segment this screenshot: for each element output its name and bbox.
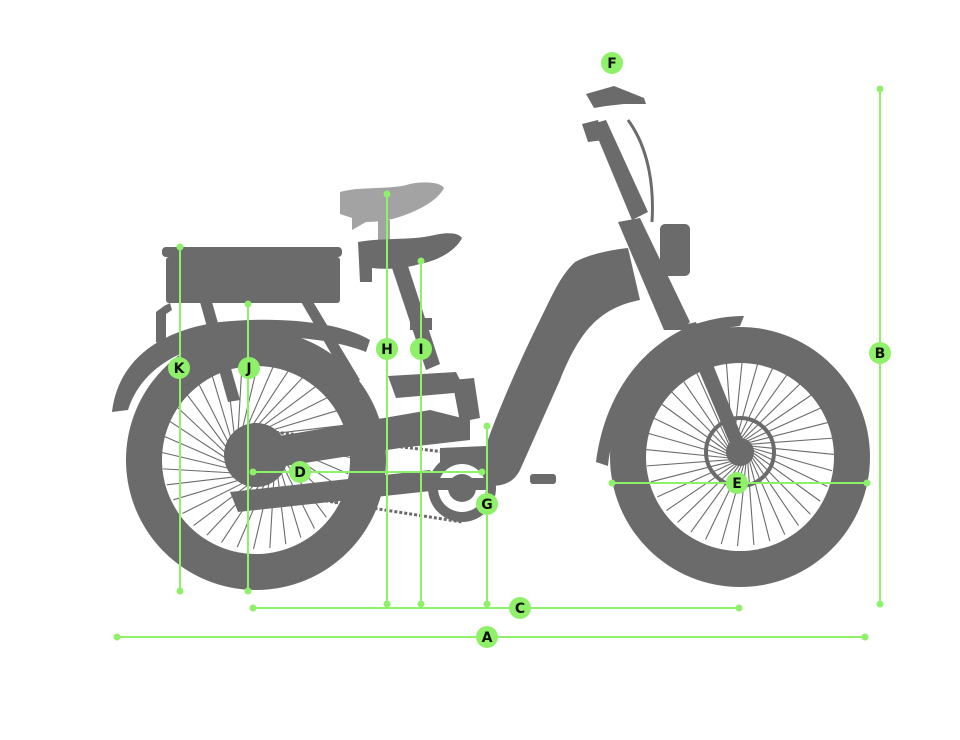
- ebike-silhouette: [112, 86, 870, 590]
- front-wheel: [610, 327, 870, 587]
- label-a: A: [476, 626, 498, 648]
- svg-text:H: H: [381, 342, 393, 358]
- svg-text:J: J: [245, 361, 251, 377]
- svg-text:B: B: [875, 346, 886, 362]
- svg-text:D: D: [294, 465, 306, 481]
- label-j: J: [238, 357, 260, 379]
- dimension-endpoints: [113, 85, 884, 641]
- svg-text:A: A: [482, 630, 493, 646]
- svg-text:F: F: [607, 56, 617, 72]
- seat-raised: [340, 182, 444, 240]
- label-f: F: [601, 52, 623, 74]
- label-k: K: [168, 357, 190, 379]
- svg-text:E: E: [732, 476, 742, 492]
- label-b: B: [869, 342, 891, 364]
- svg-text:G: G: [481, 497, 493, 513]
- svg-text:C: C: [515, 601, 525, 617]
- rear-rack: [156, 247, 360, 402]
- label-h: H: [376, 338, 398, 360]
- label-e: E: [726, 472, 748, 494]
- label-c: C: [509, 597, 531, 619]
- label-i: I: [410, 338, 432, 360]
- label-d: D: [289, 461, 311, 483]
- svg-text:I: I: [418, 342, 423, 358]
- label-g: G: [476, 493, 498, 515]
- svg-text:K: K: [174, 361, 186, 377]
